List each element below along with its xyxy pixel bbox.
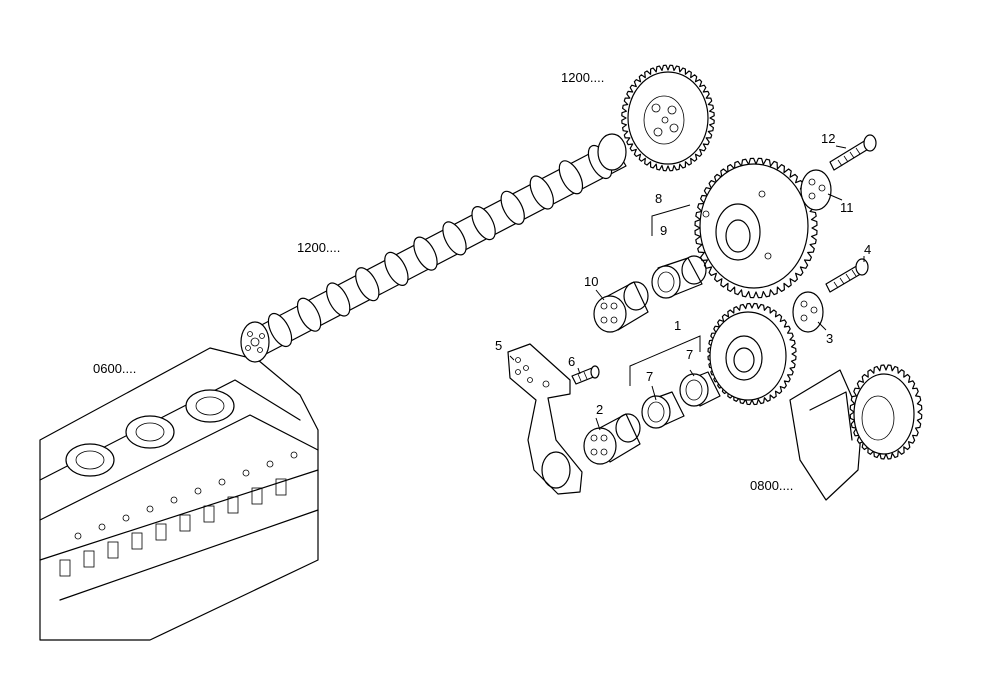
callout-camshaft: 1200.... [297,240,340,255]
thrust-washer-3-drawing [792,291,824,333]
callout-part-7a: 7 [646,369,653,384]
idler-gear-small-drawing [707,302,797,406]
callout-cylinder-head: 0600.... [93,361,136,376]
callout-part-12: 12 [821,131,835,146]
callout-part-6: 6 [568,354,575,369]
callout-part-2: 2 [596,402,603,417]
bushing-7b-drawing [679,371,721,407]
idler-gear-large-drawing [694,157,818,299]
callout-part-7b: 7 [686,347,693,362]
crankshaft-drawing [789,364,923,501]
callout-labels: 1200.... 1200.... 0600.... 0800.... 1 2 … [93,70,871,493]
callout-part-8: 8 [655,191,662,206]
callout-crankshaft: 0800.... [750,478,793,493]
hub-10-drawing [593,281,649,333]
bushing-9-drawing [651,255,707,299]
callout-part-5: 5 [495,338,502,353]
callout-part-9: 9 [660,223,667,238]
callout-camshaft-gear: 1200.... [561,70,604,85]
camshaft-gear-drawing [621,64,715,172]
callout-part-3: 3 [826,331,833,346]
callout-part-4: 4 [864,242,871,257]
thrust-washer-11-drawing [800,169,832,211]
callout-part-11: 11 [840,200,854,215]
callout-part-10: 10 [584,274,598,289]
screw-6-drawing [571,365,600,385]
bolt-4-drawing [825,258,869,293]
camshaft-drawing [240,133,627,363]
callout-part-1: 1 [674,318,681,333]
bolt-12-drawing [829,134,877,171]
support-bracket-5-drawing [507,343,583,495]
cylinder-head-drawing [39,347,319,641]
leader-lines [509,145,865,431]
bushing-7a-drawing [641,391,685,429]
hub-2-drawing [583,413,641,465]
